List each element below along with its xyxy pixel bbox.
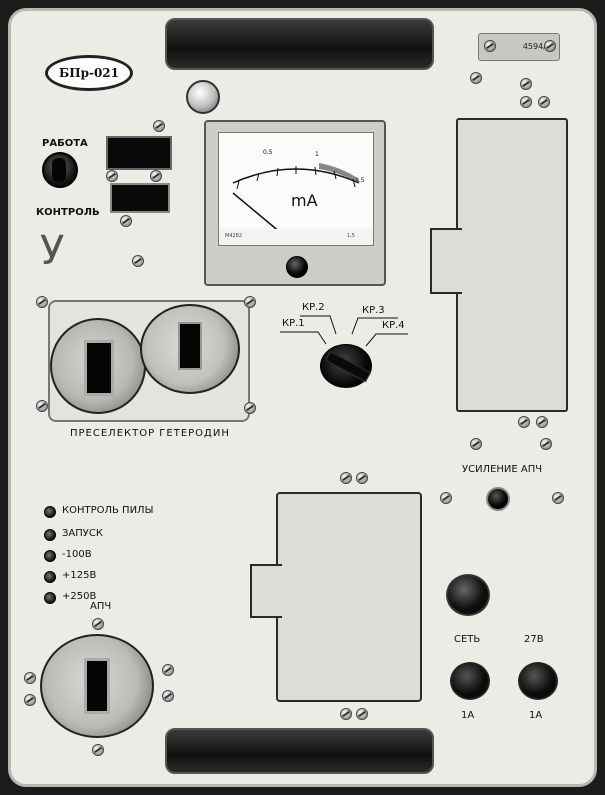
panel-screw: [520, 78, 532, 90]
panel-screw: [106, 170, 118, 182]
panel-screw: [92, 744, 104, 756]
panel-screw: [150, 170, 162, 182]
panel-screw: [24, 694, 36, 706]
toggle-lever[interactable]: [52, 158, 66, 182]
fuse-window-lower: [110, 183, 170, 213]
panel-screw: [340, 472, 352, 484]
panel-screw: [540, 438, 552, 450]
test-point-label: ЗАПУСК: [62, 528, 103, 539]
preselector-socket: [84, 340, 114, 396]
selector-position-3: КР.3: [362, 305, 385, 316]
lower-cover-tab: [250, 564, 282, 618]
panel-screw: [356, 708, 368, 720]
selector-position-1: КР.1: [282, 318, 305, 329]
panel-screw: [120, 215, 132, 227]
afc-connector-label: АПЧ: [90, 601, 112, 612]
switch-label-work: РАБОТА: [42, 138, 88, 149]
panel-screw: [538, 96, 550, 108]
panel-screw: [520, 96, 532, 108]
afc-connector[interactable]: [40, 634, 154, 738]
preselector-connector[interactable]: [50, 318, 146, 414]
model-plate-text: БПр-021: [58, 66, 119, 80]
selector-knob[interactable]: [320, 344, 372, 388]
panel-screw: [470, 438, 482, 450]
switch-label-control: КОНТРОЛЬ: [36, 207, 100, 218]
panel-screw: [132, 255, 144, 267]
panel-screw: [24, 672, 36, 684]
panel-screw: [162, 690, 174, 702]
power-indicator-lamp: [446, 574, 490, 616]
panel-screw: [552, 492, 564, 504]
meter-unit: mA: [291, 191, 318, 210]
panel-screw: [153, 120, 165, 132]
meter-needle: [232, 192, 282, 234]
test-point-jack[interactable]: [44, 571, 56, 583]
test-point-label: КОНТРОЛЬ ПИЛЫ: [62, 505, 154, 516]
lower-cover: [276, 492, 422, 702]
test-point-jack[interactable]: [44, 550, 56, 562]
serial-plate-screw: [544, 40, 556, 52]
panel-screw: [244, 296, 256, 308]
dc-fuse-holder[interactable]: [518, 662, 558, 700]
test-point-label: -100В: [62, 549, 92, 560]
meter-scale: [219, 163, 373, 245]
letter-mark: У: [40, 228, 65, 274]
dc-fuse-rating: 1А: [529, 710, 543, 721]
panel-screw: [36, 296, 48, 308]
meter-housing: 0,5 1 1,5 mA М4282 1,5: [204, 120, 386, 286]
heterodyne-socket: [178, 322, 202, 370]
test-point-jack[interactable]: [44, 592, 56, 604]
connectors-label: ПРЕСЕЛЕКТОР ГЕТЕРОДИН: [70, 428, 230, 439]
panel-screw: [356, 472, 368, 484]
test-point-jack[interactable]: [44, 529, 56, 541]
mains-fuse-holder[interactable]: [450, 662, 490, 700]
dc-label: 27В: [524, 634, 544, 645]
panel-screw: [340, 708, 352, 720]
upper-right-cover: [456, 118, 568, 412]
heterodyne-connector[interactable]: [140, 304, 240, 394]
mains-label: СЕТЬ: [454, 634, 481, 645]
mains-fuse-rating: 1А: [461, 710, 475, 721]
meter-zero-adjust[interactable]: [286, 256, 308, 278]
meter-footer-left: М4282: [225, 233, 243, 239]
meter-tick-label: 0,5: [263, 149, 273, 156]
meter-tick-label: 1: [315, 151, 319, 158]
test-point-jack[interactable]: [44, 506, 56, 518]
panel-screw: [440, 492, 452, 504]
selector-position-2: КР.2: [302, 302, 325, 313]
serial-plate-screw: [484, 40, 496, 52]
panel-screw: [36, 400, 48, 412]
afc-socket: [84, 658, 110, 714]
selector-pointer: [325, 350, 371, 383]
meter-tick-label: 1,5: [355, 177, 365, 184]
upper-right-cover-tab: [430, 228, 462, 294]
panel-screw: [244, 402, 256, 414]
bottom-handle[interactable]: [165, 728, 434, 774]
top-handle[interactable]: [165, 18, 434, 70]
meter-dial: 0,5 1 1,5 mA М4282 1,5: [218, 132, 374, 246]
panel-screw: [518, 416, 530, 428]
meter-footer-right: 1,5: [347, 233, 355, 239]
afc-gain-trimmer[interactable]: [486, 487, 510, 511]
panel-screw: [536, 416, 548, 428]
test-point-label: +250В: [62, 591, 97, 602]
panel-screw: [470, 72, 482, 84]
serial-plate-text: 4594/1: [522, 42, 551, 51]
afc-gain-label: УСИЛЕНИЕ АПЧ: [462, 464, 543, 475]
panel-screw: [92, 618, 104, 630]
indicator-cap[interactable]: [186, 80, 220, 114]
test-point-label: +125В: [62, 570, 97, 581]
panel-screw: [162, 664, 174, 676]
fuse-window-upper: [106, 136, 172, 170]
model-plate: БПр-021: [45, 55, 133, 91]
selector-position-4: КР.4: [382, 320, 405, 331]
